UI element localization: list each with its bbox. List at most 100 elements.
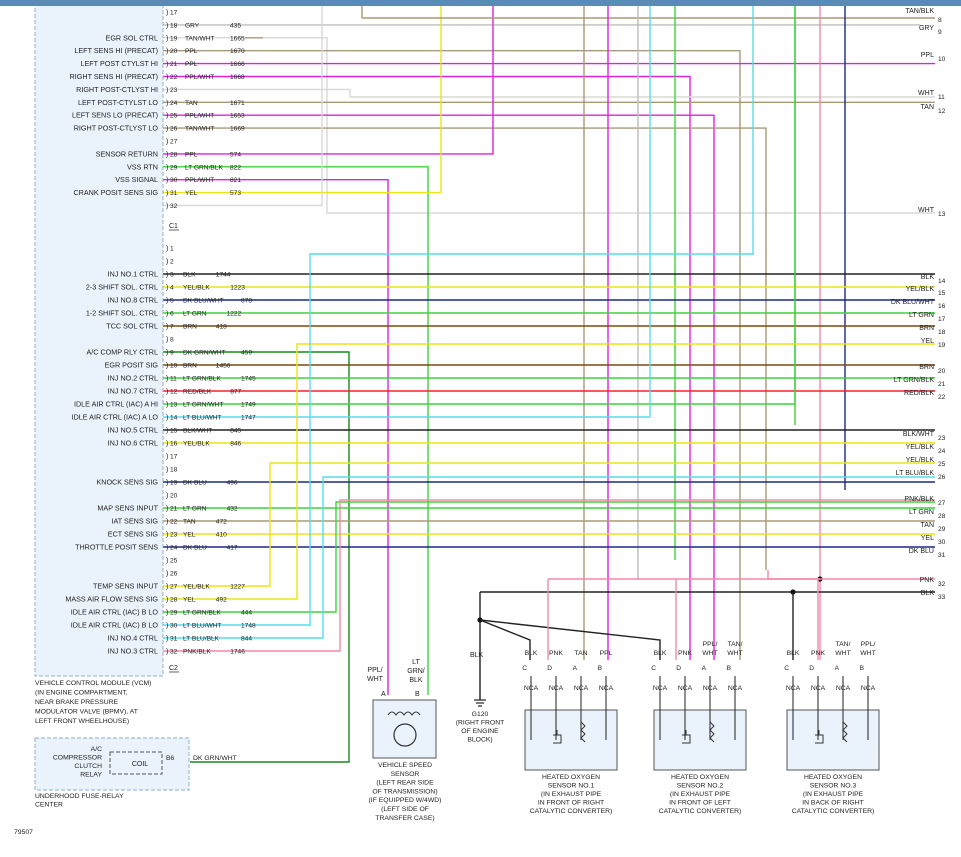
wire-label: LT GRN/BLK — [183, 610, 221, 617]
vcm-caption: (IN ENGINE COMPARTMENT, — [35, 690, 128, 697]
pin-number: 5 — [170, 298, 174, 305]
pin-function-label: INJ NO.6 CTRL — [108, 439, 158, 448]
pin-bracket: ) — [166, 285, 168, 292]
ref-wire-label: DK BLU/WHT — [891, 299, 935, 306]
pin-number: 29 — [170, 610, 178, 617]
circuit-number: 844 — [241, 636, 252, 643]
ho2s-wire-label: TAN — [574, 650, 587, 657]
ho2s-wire-label: PNK — [678, 650, 692, 657]
circuit-number: 1746 — [230, 649, 245, 656]
pin-function-label: IDLE AIR CTRL (IAC) A HI — [74, 400, 158, 409]
circuit-number: 822 — [230, 164, 241, 171]
ho2s-caption: HEATED OXYGEN — [671, 774, 729, 781]
ref-wire-label: BRN — [919, 325, 934, 332]
pin-bracket: ) — [166, 35, 168, 42]
wire-label: RED/BLK — [183, 389, 212, 396]
pin-bracket: ) — [166, 177, 168, 184]
pin-bracket: ) — [166, 298, 168, 305]
ho2s-wire-label: WHT — [835, 650, 850, 657]
ref-number: 27 — [938, 500, 946, 507]
pin-bracket: ) — [166, 519, 168, 526]
wires-layer — [163, 0, 935, 763]
circuit-number: 1749 — [241, 402, 256, 409]
pin-bracket: ) — [166, 649, 168, 656]
pin-number: 17 — [170, 10, 178, 17]
wire-label: LT BLU/BLK — [183, 636, 220, 643]
sensor-pin-letter: C — [784, 665, 789, 672]
ref-number: 18 — [938, 329, 946, 336]
pin-bracket: ) — [166, 467, 168, 474]
ho2s-caption: CATALYTIC CONVERTER) — [792, 808, 875, 815]
sensor-pin-letter: A — [835, 665, 840, 672]
vss-caption: (LEFT REAR SIDE — [376, 780, 434, 787]
nca-label: NCA — [703, 685, 718, 692]
connector-c1-label: C1 — [169, 223, 178, 230]
pin-bracket: ) — [166, 558, 168, 565]
pin-bracket: ) — [166, 311, 168, 318]
ho2s-caption: SENSOR NO.2 — [677, 783, 724, 790]
circuit-number: 1456 — [216, 363, 231, 370]
relay-label: RELAY — [80, 772, 102, 779]
pin-function-label: INJ NO.4 CTRL — [108, 634, 158, 643]
vss-gear-icon — [393, 723, 417, 747]
ho2s-resistor-icon — [580, 721, 586, 743]
vss-pin-b: B — [415, 691, 420, 698]
pin-function-label: VSS SIGNAL — [115, 175, 158, 184]
circuit-number: 417 — [227, 545, 238, 552]
circuit-number: 1223 — [230, 285, 245, 292]
sensor-pin-letter: D — [547, 665, 552, 672]
ref-number: 23 — [938, 435, 946, 442]
circuit-number: 459 — [241, 350, 252, 357]
circuit-number: 1222 — [227, 311, 242, 318]
pin-bracket: ) — [166, 203, 168, 210]
ho2s-wire-label: BLK — [654, 650, 667, 657]
wire-label: PPL — [185, 61, 198, 68]
pin-bracket: ) — [166, 415, 168, 422]
ref-number: 11 — [938, 94, 945, 101]
ho2s-caption: (IN EXHAUST PIPE — [670, 791, 731, 798]
pin-function-label: EGR POSIT SIG — [105, 361, 159, 370]
wire-ppl-wht-821 — [163, 178, 389, 695]
ho2s-caption: SENSOR NO.1 — [548, 783, 595, 790]
pin-bracket: ) — [166, 363, 168, 370]
components-layer — [0, 0, 961, 791]
ho2s-wire-label: PNK — [549, 650, 563, 657]
relay-box — [34, 737, 190, 791]
pin-number: 16 — [170, 441, 178, 448]
ho2s-wire-label: WHT — [860, 650, 875, 657]
pin-bracket: ) — [166, 389, 168, 396]
wire-label: YEL/BLK — [183, 584, 210, 591]
vcm-box — [34, 0, 164, 677]
ref-number: 10 — [938, 56, 946, 63]
ho2s-caption: IN FRONT OF RIGHT — [538, 800, 604, 807]
wire-pin32 — [163, 0, 323, 207]
wire-label: YEL — [185, 190, 198, 197]
ref-number: 13 — [938, 211, 946, 218]
ref-wire-label: DK BLU — [909, 548, 934, 555]
ref-wire-label: YEL/BLK — [906, 286, 935, 293]
pin-function-label: RIGHT POST-CTLYST HI — [76, 85, 158, 94]
ref-wire-label: RED/BLK — [904, 390, 934, 397]
pin-number: 7 — [170, 324, 174, 331]
ref-number: 32 — [938, 581, 946, 588]
ref-number: 28 — [938, 513, 946, 520]
ref-wire-label: PNK — [920, 577, 935, 584]
pin-number: 15 — [170, 428, 178, 435]
wire-label: TAN — [185, 100, 198, 107]
pin-function-label: IDLE AIR CTRL (IAC) A LO — [72, 413, 159, 422]
circuit-number: 472 — [216, 519, 227, 526]
wire-yel-blk-1227 — [163, 462, 935, 587]
pin-number: 11 — [170, 376, 177, 383]
vss-pin-a: A — [381, 691, 386, 698]
pin-function-label: A/C COMP RLY CTRL — [87, 348, 159, 357]
pin-bracket: ) — [166, 610, 168, 617]
ref-wire-label: PPL — [921, 52, 934, 59]
pin-number: 14 — [170, 415, 178, 422]
wire-label: LT GRN/BLK — [185, 164, 223, 171]
ho2s-wire-label: PPL/ — [861, 641, 876, 648]
pin-number: 24 — [170, 100, 178, 107]
pin-number: 28 — [170, 151, 178, 158]
pin-number: 26 — [170, 126, 178, 133]
ho2s-heater-icon — [682, 730, 691, 744]
wire-label: DK BLU — [183, 545, 207, 552]
